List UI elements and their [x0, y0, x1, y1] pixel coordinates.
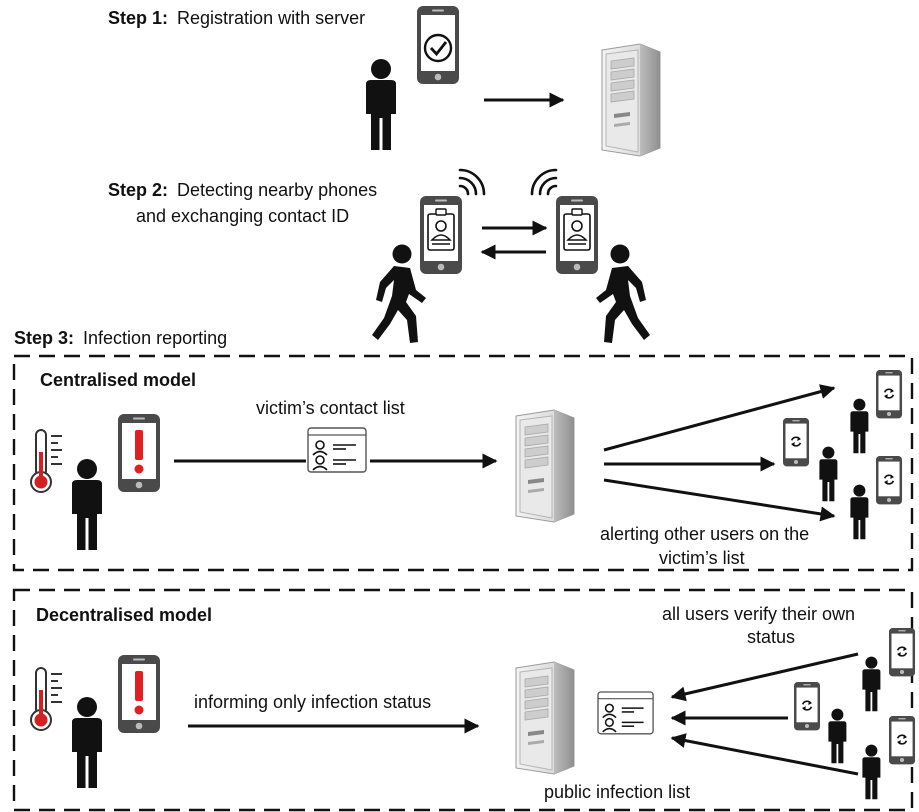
walking-person-icon: [372, 244, 426, 343]
verify-arrow-3: [670, 733, 859, 776]
thermometer-icon: [30, 429, 63, 493]
smartphone-icon: [556, 196, 598, 274]
check-icon: [423, 33, 453, 63]
person-icon: [828, 708, 847, 764]
alert-label-line2: victim’s list: [659, 548, 745, 568]
list-card-icon: [307, 427, 367, 473]
exclamation-icon: [134, 671, 144, 715]
person-icon: [72, 459, 102, 550]
smartphone-icon: [417, 6, 459, 84]
server-icon: [515, 661, 575, 775]
smartphone-icon: [876, 456, 903, 505]
person-icon: [850, 484, 869, 540]
smartphone-icon: [889, 628, 916, 677]
inform-label: informing only infection status: [194, 692, 431, 712]
verify-label-line1: all users verify their own: [662, 604, 855, 624]
alert-arrow-3: [603, 478, 836, 522]
person-icon: [366, 59, 396, 150]
contact-card-icon: [427, 208, 455, 251]
verify-arrow-1: [670, 652, 859, 702]
smartphone-icon: [889, 716, 916, 765]
step2-caption-line2: and exchanging contact ID: [136, 206, 349, 226]
centralised-model-box: [12, 354, 914, 572]
exclamation-icon: [134, 430, 144, 474]
person-icon: [72, 697, 102, 788]
centralised-model-title: Centralised model: [40, 370, 196, 390]
person-icon: [862, 744, 881, 800]
thermometer-icon: [30, 667, 63, 731]
public-list-label: public infection list: [544, 782, 690, 802]
person-icon: [862, 656, 881, 712]
smartphone-icon: [783, 418, 810, 467]
alert-arrow-1: [603, 384, 836, 452]
walking-person-icon: [596, 244, 650, 343]
step2-caption-line1: Step 2: Detecting nearby phones: [108, 180, 377, 200]
smartphone-icon: [876, 370, 903, 419]
smartphone-icon: [794, 682, 821, 731]
step3-caption: Step 3: Infection reporting: [14, 328, 227, 348]
decentralised-model-box: [12, 588, 914, 812]
signal-waves-icon: [530, 168, 558, 196]
alert-label-line1: alerting other users on the: [600, 524, 809, 544]
signal-waves-icon: [458, 168, 486, 196]
list-card-icon: [597, 691, 654, 735]
decentralised-model-title: Decentralised model: [36, 605, 212, 625]
contact-card-icon: [563, 208, 591, 251]
smartphone-icon: [420, 196, 462, 274]
person-icon: [850, 398, 869, 454]
server-icon: [601, 43, 661, 157]
smartphone-icon: [118, 414, 160, 492]
person-icon: [819, 446, 838, 502]
step1-caption: Step 1: Registration with server: [108, 8, 365, 28]
smartphone-icon: [118, 655, 160, 733]
server-icon: [515, 409, 575, 523]
verify-label-line2: status: [747, 627, 795, 647]
contact-list-label: victim’s contact list: [256, 398, 405, 418]
